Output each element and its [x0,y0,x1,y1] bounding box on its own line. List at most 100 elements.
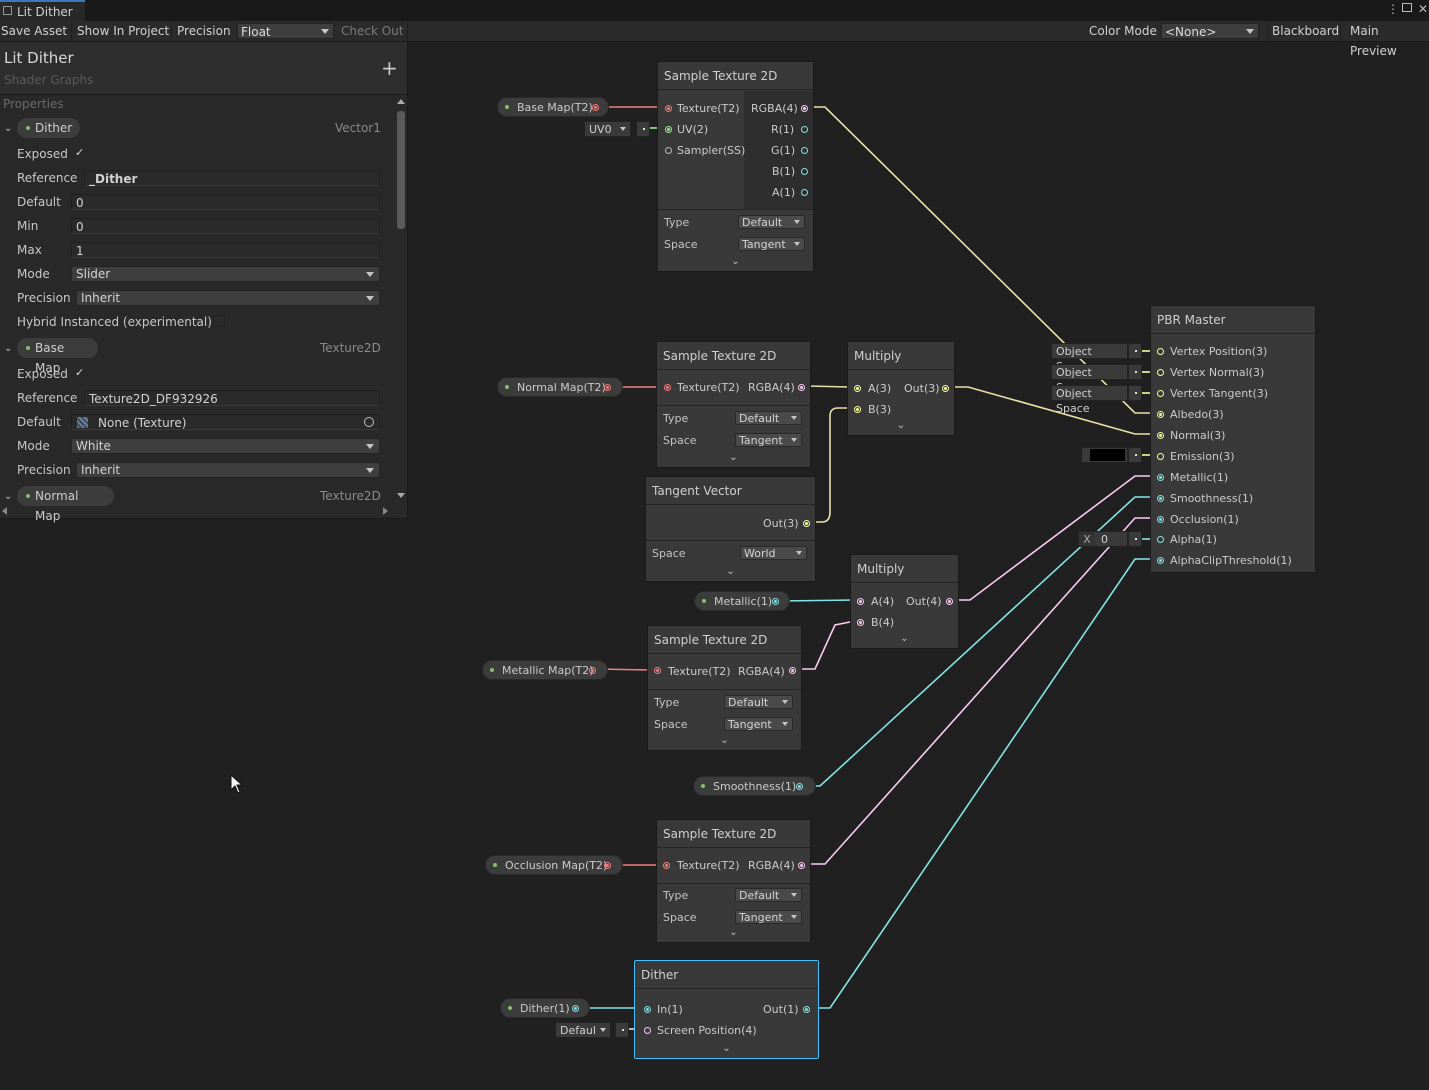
window-tab[interactable]: Lit Dither [0,0,85,21]
expand-base-map-caret[interactable]: ⌄ [4,343,13,354]
b-input-port[interactable] [857,619,864,626]
output-port[interactable] [592,104,599,111]
node-title[interactable]: Tangent Vector [646,477,815,505]
output-port[interactable] [572,1005,579,1012]
node-title[interactable]: Sample Texture 2D [658,62,813,90]
alpha-port[interactable] [1157,536,1164,543]
node-pbr-master[interactable]: PBR Master Vertex Position(3) Vertex Nor… [1150,305,1316,573]
vertex-position-space[interactable]: Object Space [1051,343,1128,373]
property-pill-base-map[interactable]: Base Map [17,338,98,375]
graph-property-smoothness[interactable]: Smoothness(1) [693,776,816,796]
node-expand-bar[interactable]: ⌄ [658,256,813,271]
vertex-tangent-port[interactable] [1157,390,1164,397]
texture-input-port[interactable] [663,862,670,869]
show-in-project-button[interactable]: Show In Project [76,21,172,41]
rgba-output-port[interactable] [789,667,796,674]
metallic-port[interactable] [1157,474,1164,481]
graph-property-metallic-map[interactable]: Metallic Map(T2) [482,660,608,680]
type-dropdown[interactable]: Default [735,411,802,425]
in-input-port[interactable] [644,1006,651,1013]
node-sample-texture-normal[interactable]: Sample Texture 2D Texture(T2) RGBA(4) Ty… [656,341,811,468]
node-tangent-vector[interactable]: Tangent Vector Out(3) Space World ⌄ [645,476,816,582]
scroll-up-icon[interactable] [397,99,405,104]
node-expand-bar[interactable]: ⌄ [635,1043,818,1058]
texture-input-port[interactable] [665,105,672,112]
hybrid-instanced-checkbox[interactable] [213,315,225,327]
type-dropdown[interactable]: Default [735,888,802,902]
property-pill-normal-map[interactable]: Normal Map [17,486,114,523]
node-title[interactable]: Dither [635,961,818,989]
r-output-port[interactable] [801,126,808,133]
node-expand-bar[interactable]: ⌄ [657,927,810,942]
b-input-port[interactable] [854,406,861,413]
check-out-button[interactable]: Check Out [340,21,408,41]
b-output-port[interactable] [801,168,808,175]
main-preview-toggle[interactable]: Main Preview [1350,24,1397,58]
out-output-port[interactable] [803,520,810,527]
space-dropdown[interactable]: Tangent [724,717,793,731]
space-dropdown[interactable]: World [740,546,807,560]
maximize-icon[interactable] [1402,3,1412,12]
node-dither[interactable]: Dither In(1) Screen Position(4) Out(1) ⌄ [634,960,819,1059]
scroll-left-icon[interactable] [2,507,7,515]
output-port[interactable] [589,667,596,674]
precision-dropdown[interactable]: Inherit [76,462,380,478]
graph-property-normal-map[interactable]: Normal Map(T2) [497,377,623,397]
kebab-menu-icon[interactable]: ⋮ [1387,2,1399,16]
out-output-port[interactable] [803,1006,810,1013]
node-expand-bar[interactable]: ⌄ [848,420,954,435]
out-output-port[interactable] [942,385,949,392]
output-port[interactable] [796,783,803,790]
a-output-port[interactable] [801,189,808,196]
horizontal-scrollbar[interactable] [2,506,392,516]
scroll-right-icon[interactable] [383,507,388,515]
node-title[interactable]: Sample Texture 2D [657,820,810,848]
exposed-checkbox[interactable]: ✓ [75,366,85,379]
node-expand-bar[interactable]: ⌄ [657,452,810,467]
rgba-output-port[interactable] [798,862,805,869]
object-picker-icon[interactable] [364,417,374,427]
texture-input-port[interactable] [664,384,671,391]
add-property-button[interactable]: + [381,56,398,80]
type-dropdown[interactable]: Default [738,215,805,229]
alpha-value-field[interactable]: X 0 [1078,531,1128,547]
node-title[interactable]: Sample Texture 2D [657,342,810,370]
mode-dropdown[interactable]: Slider [71,266,380,282]
a-input-port[interactable] [857,598,864,605]
node-multiply-normal[interactable]: Multiply A(3) B(3) Out(3) ⌄ [847,341,955,436]
output-port[interactable] [604,862,611,869]
uv-channel-dropdown[interactable]: UV0 [584,121,631,137]
node-sample-texture-occlusion[interactable]: Sample Texture 2D Texture(T2) RGBA(4) Ty… [656,819,811,943]
g-output-port[interactable] [801,147,808,154]
vertex-tangent-space[interactable]: Object Space [1051,385,1128,415]
expand-dither-caret[interactable]: ⌄ [4,123,13,134]
node-expand-bar[interactable]: ⌄ [648,735,801,750]
screen-position-input-port[interactable] [644,1027,651,1034]
node-title[interactable]: Multiply [848,342,954,370]
node-multiply-metallic[interactable]: Multiply A(4) B(4) Out(4) ⌄ [850,554,959,649]
texture-input-port[interactable] [654,667,661,674]
node-title[interactable]: Multiply [851,555,958,583]
precision-dropdown[interactable]: Float [237,23,334,39]
vertical-scrollbar[interactable] [395,97,407,507]
save-asset-button[interactable]: Save Asset [0,21,72,41]
reference-field[interactable]: Texture2D_DF932926 [84,390,380,406]
emission-color-field[interactable] [1081,447,1128,463]
space-dropdown[interactable]: Tangent [738,237,805,251]
scrollbar-thumb[interactable] [397,111,405,229]
uv-input-port[interactable] [665,126,672,133]
a-input-port[interactable] [854,385,861,392]
node-expand-bar[interactable]: ⌄ [851,633,958,648]
screen-position-dropdown[interactable]: Defaul [555,1022,611,1038]
node-expand-bar[interactable]: ⌄ [646,566,815,581]
max-field[interactable]: 1 [71,242,380,258]
output-port[interactable] [772,598,779,605]
smoothness-port[interactable] [1157,495,1164,502]
space-dropdown[interactable]: Tangent [735,910,802,924]
color-mode-dropdown[interactable]: <None> [1161,23,1259,39]
space-dropdown[interactable]: Tangent [735,433,802,447]
node-title[interactable]: PBR Master [1151,306,1315,334]
vertex-normal-port[interactable] [1157,369,1164,376]
vertex-normal-space[interactable]: Object Space [1051,364,1128,394]
graph-property-occlusion-map[interactable]: Occlusion Map(T2) [485,855,623,875]
